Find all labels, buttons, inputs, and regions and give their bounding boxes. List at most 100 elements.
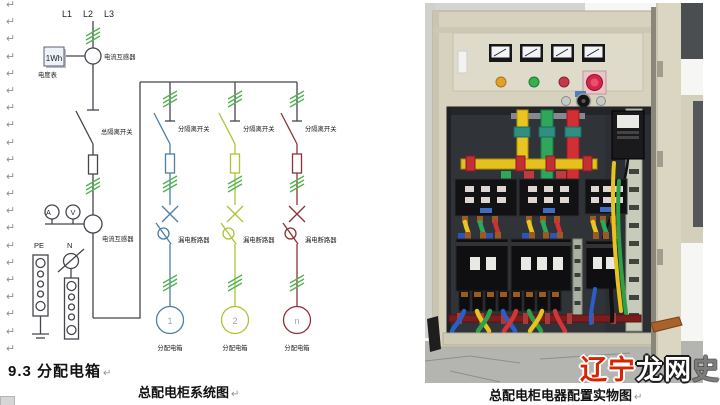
pilcrow-icon: ↵	[6, 136, 16, 149]
energy-meter-box-label: 1Wh	[46, 54, 62, 63]
watermark-part1: 辽宁	[580, 355, 636, 385]
copper-clamp	[650, 316, 683, 333]
main-circuit	[44, 21, 297, 319]
cable-green-vertical	[616, 179, 628, 315]
pilcrow-icon: ↵	[6, 50, 16, 63]
branch-1-isolator-label: 分隔离开关	[178, 124, 210, 133]
energy-meter-label: 电度表	[38, 70, 58, 79]
jumper-yellow	[590, 216, 599, 239]
branch-2-number: 2	[232, 316, 237, 326]
section-heading: 9.3 分配电箱↵	[8, 360, 112, 381]
branch-n-box-label: 分配电箱	[284, 343, 309, 352]
cabinet-sill	[442, 332, 654, 346]
photo-caption-text: 总配电柜电器配置实物图	[489, 388, 633, 403]
latch-right	[596, 96, 606, 106]
pilcrow-icon: ↵	[6, 274, 16, 286]
cabinet-left-edge	[433, 11, 439, 347]
instrument-panel	[452, 32, 644, 95]
energy-meter-box	[43, 46, 65, 67]
jumper-green	[600, 216, 609, 239]
blue-lugs	[458, 233, 557, 239]
open-door	[651, 3, 681, 363]
branch-2-box-label: 分配电箱	[222, 343, 247, 352]
watermark-part3: 史	[692, 355, 720, 385]
pilcrow-icon: ↵	[103, 368, 113, 379]
horizontal-busbar	[460, 155, 598, 180]
distribution-system-diagram: L1 L2 L3 A V	[32, 9, 337, 352]
busbar-clamps	[513, 126, 582, 138]
pilcrow-icon: ↵	[6, 256, 16, 269]
branch-n: n 分隔离开关 漏电断路器 分配电箱	[280, 82, 337, 352]
pe-terminal-strip	[32, 254, 49, 339]
phase-label-l3: L3	[104, 9, 114, 19]
pilcrow-icon: ↵	[6, 84, 16, 97]
dark-object	[427, 316, 441, 352]
branch-1: 1 分隔离开关 漏电断路器 分配电箱	[153, 82, 210, 352]
photo-caption: 总配电柜电器配置实物图↵	[489, 385, 642, 404]
ct-label-top: 电流互感器	[104, 52, 136, 61]
breaker	[518, 178, 580, 217]
branch-1-box-label: 分配电箱	[157, 343, 182, 352]
busbar-green	[540, 109, 554, 187]
phase-label-l1: L1	[62, 9, 72, 19]
breaker	[510, 238, 572, 292]
branch-n-isolator-label: 分隔离开关	[305, 124, 337, 133]
jumper-yellow	[526, 216, 535, 239]
breaker-row-2	[455, 238, 620, 292]
pilcrow-icon: ↵	[6, 119, 16, 132]
bus-riser	[93, 82, 141, 319]
pilcrow-icon: ↵	[231, 389, 240, 400]
main-isolator-label: 总隔离开关	[101, 127, 133, 136]
n-terminal-strip	[57, 248, 85, 340]
branch-1-rcd-label: 漏电断路器	[178, 235, 210, 244]
door-face	[656, 3, 681, 363]
branch-2-rcd-label: 漏电断路器	[243, 235, 275, 244]
tap-block-green	[501, 171, 511, 180]
watermark-part2: 龙网	[636, 355, 692, 385]
paragraph-marks-column: ↵ ↵ ↵ ↵ ↵ ↵ ↵ ↵ ↵ ↵ ↵ ↵ ↵ ↵ ↵ ↵ ↵ ↵ ↵ ↵ …	[6, 0, 15, 358]
cabinet-top-lip	[433, 27, 653, 33]
analog-meters	[489, 44, 605, 62]
busbar-red	[566, 109, 580, 185]
diagram-caption-text: 总配电柜系统图	[138, 385, 230, 400]
jumper-red	[554, 216, 563, 239]
interior-shadow-left	[447, 107, 451, 335]
cabinet-photo	[425, 3, 703, 383]
main-fuse-symbol	[87, 154, 99, 175]
tap-block-red	[524, 171, 534, 180]
latch-left	[561, 96, 571, 106]
pilcrow-icon: ↵	[6, 239, 16, 252]
indicator-lamp-amber	[495, 76, 507, 88]
analog-meter	[489, 44, 512, 62]
indicator-lamp-red	[558, 76, 570, 88]
branch-2-isolator-label: 分隔离开关	[243, 124, 275, 133]
n-label: N	[67, 241, 72, 250]
pilcrow-icon: ↵	[634, 392, 643, 403]
branch-1-number: 1	[167, 316, 172, 326]
analog-meter	[551, 44, 574, 62]
tap-block-red2	[556, 171, 566, 180]
ammeter-letter: A	[46, 210, 51, 217]
door-glass-dark	[679, 3, 703, 59]
panel-label-card	[457, 50, 468, 74]
section-heading-text: 9.3 分配电箱	[8, 363, 102, 380]
door-handle-row	[561, 91, 606, 109]
main-isolator-blade	[75, 110, 94, 145]
pilcrow-icon: ↵	[6, 222, 16, 235]
diagram-caption: 总配电柜系统图↵	[138, 382, 239, 401]
current-transformer-symbol-2	[83, 214, 103, 234]
emergency-stop-button	[582, 70, 607, 95]
breaker	[454, 178, 518, 217]
jumper-green	[477, 216, 486, 239]
pilcrow-icon: ↵	[6, 188, 16, 201]
pilcrow-icon: ↵	[6, 308, 16, 321]
pilcrow-icon: ↵	[6, 33, 16, 46]
door-edge	[651, 7, 656, 355]
current-transformer-symbol	[84, 47, 102, 65]
pe-label: PE	[34, 241, 44, 250]
pilcrow-icon: ↵	[6, 170, 16, 183]
pilcrow-icon: ↵	[6, 102, 16, 115]
branch-2: 2 分隔离开关 漏电断路器 分配电箱	[218, 82, 275, 352]
branch-n-number: n	[294, 316, 299, 326]
